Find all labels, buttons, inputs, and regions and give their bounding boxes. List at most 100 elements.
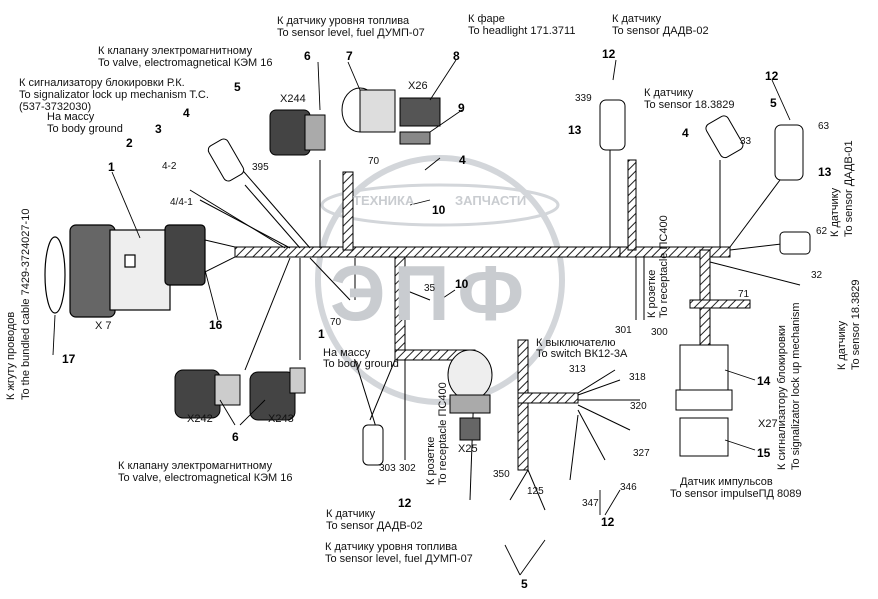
sensor-18-right-ru: К датчику: [836, 320, 848, 370]
connector-label-x7: X 7: [95, 320, 112, 332]
wire-320: 320: [630, 401, 647, 412]
wire-71: 71: [738, 289, 750, 300]
callout-10-top: 10: [432, 203, 446, 217]
sensor-dadv01-en: To sensor ДАДВ-01: [843, 140, 855, 237]
branch-wires-left: [189, 149, 640, 511]
fuel-sensor-bottom-en: To sensor level, fuel ДУМП-07: [325, 553, 473, 565]
signalizator-top-code: (537-3732030): [19, 101, 92, 113]
switch-ru: К выключателю: [536, 337, 616, 349]
wire-300: 300: [651, 327, 668, 338]
signalizator-top-ru: К сигнализатору блокировки Р.К.: [19, 77, 185, 89]
connector-label-x243: X243: [268, 413, 294, 425]
body-ground-mid-ru: На массу: [323, 347, 371, 359]
callout-9: 9: [458, 101, 465, 115]
connector-x7: [44, 224, 206, 318]
wire-32: 32: [811, 270, 823, 281]
wire-33: 33: [740, 136, 752, 147]
signalizator-right-en: To signalizator lock up mechanism: [790, 302, 802, 470]
switch-en: To switch ВК12-3А: [536, 348, 628, 360]
signalizator-right-ru: К сигнализатору блокировки: [776, 325, 788, 470]
callout-5-left: 5: [234, 80, 241, 94]
wire-301: 301: [615, 325, 632, 336]
kem-valve-top-ru: К клапану электромагнитному: [98, 45, 253, 57]
wire-63: 63: [818, 121, 830, 132]
connector-label-x26: X26: [408, 80, 428, 92]
callout-14: 14: [757, 374, 771, 388]
fuel-sensor-top-ru: К датчику уровня топлива: [277, 15, 410, 27]
connectors-x242-x243: [174, 367, 306, 421]
callout-4-mid: 4: [459, 153, 466, 167]
callout-1-top: 1: [108, 160, 115, 174]
wire-350: 350: [493, 469, 510, 480]
dadv-sensor-top-ru: К датчику: [612, 13, 662, 25]
receptacle-top-en: To receptacle ПС400: [658, 215, 670, 318]
wire-347: 347: [582, 498, 599, 509]
connector-x25: [447, 349, 493, 441]
callout-5-right: 5: [770, 96, 777, 110]
callout-17: 17: [62, 352, 76, 366]
callout-12-top: 12: [602, 47, 616, 61]
callout-6-top: 6: [304, 49, 311, 63]
callout-6-bottom: 6: [232, 430, 239, 444]
dadv-sensor-bottom-ru: К датчику: [326, 508, 376, 520]
callout-12-bottom-right: 12: [601, 515, 615, 529]
callout-1-mid: 1: [318, 327, 325, 341]
kem-valve-bottom-ru: К клапану электромагнитному: [118, 460, 273, 472]
callout-7: 7: [346, 49, 353, 63]
connector-x26: [341, 87, 441, 145]
kem-valve-bottom-en: To valve, electromagnetical КЭМ 16: [118, 472, 293, 484]
kem-valve-top-en: To valve, electromagnetical КЭМ 16: [98, 57, 273, 69]
wire-318: 318: [629, 372, 646, 383]
impulse-sensor-ru: Датчик импульсов: [680, 476, 773, 488]
body-ground-top-ru: На массу: [47, 111, 95, 123]
wire-4-4-1: 4/4-1: [170, 197, 193, 208]
watermark-text: ЭПФ: [330, 249, 533, 337]
callout-5-bottom: 5: [521, 577, 528, 591]
callout-15: 15: [757, 446, 771, 460]
wire-125: 125: [527, 486, 544, 497]
callout-10-mid: 10: [455, 277, 469, 291]
wire-303: 303: [379, 463, 396, 474]
wire-70-top: 70: [368, 156, 380, 167]
receptacle-bottom-ru: К розетке: [425, 436, 437, 485]
body-ground-top-en: To body ground: [47, 123, 123, 135]
wire-4-2: 4-2: [162, 161, 177, 172]
sensor-18-right-en: To sensor 18.3829: [850, 279, 862, 370]
callout-4-left: 4: [183, 106, 190, 120]
body-ground-mid-en: To body ground: [323, 358, 399, 370]
callout-3: 3: [155, 122, 162, 136]
callout-13-right: 13: [818, 165, 832, 179]
wire-70-mid: 70: [330, 317, 342, 328]
callout-13-top: 13: [568, 123, 582, 137]
wire-302: 302: [399, 463, 416, 474]
wire-327: 327: [633, 448, 650, 459]
impulse-sensor-en: To sensor impulseПД 8089: [670, 488, 802, 500]
sensor-dadv01-ru: К датчику: [829, 187, 841, 237]
wire-346: 346: [620, 482, 637, 493]
sensor-18-top-en: To sensor 18.3829: [644, 99, 735, 111]
bundled-cable-ru: К жгуту проводов: [5, 311, 17, 400]
sensor-bodies: [207, 99, 811, 466]
connector-label-x244: X244: [280, 93, 306, 105]
signalizator-top-en: To signalizator lock up mechanism T.C.: [19, 89, 209, 101]
callout-leaders: [52, 59, 791, 576]
connector-x244: [269, 109, 326, 156]
connector-label-x242: X242: [187, 413, 213, 425]
sensor-18-top-ru: К датчику: [644, 87, 694, 99]
callout-12-bottom-left: 12: [398, 496, 412, 510]
bundled-cable-en: To the bundled cable 7429-3724027-10: [20, 208, 32, 400]
receptacle-bottom-en: To receptacle ПС400: [437, 382, 449, 485]
callout-4-right: 4: [682, 126, 689, 140]
wire-395: 395: [252, 162, 269, 173]
wire-313: 313: [569, 364, 586, 375]
headlight-en: To headlight 171.3711: [468, 25, 576, 37]
wire-35: 35: [424, 283, 436, 294]
dadv-sensor-bottom-en: To sensor ДАДВ-02: [326, 520, 423, 532]
dadv-sensor-top-en: To sensor ДАДВ-02: [612, 25, 709, 37]
impulse-sensor-block: [675, 344, 733, 457]
callout-12-right: 12: [765, 69, 779, 83]
callout-16-left: 16: [209, 318, 223, 332]
headlight-ru: К фаре: [468, 13, 505, 25]
wire-62: 62: [816, 226, 828, 237]
